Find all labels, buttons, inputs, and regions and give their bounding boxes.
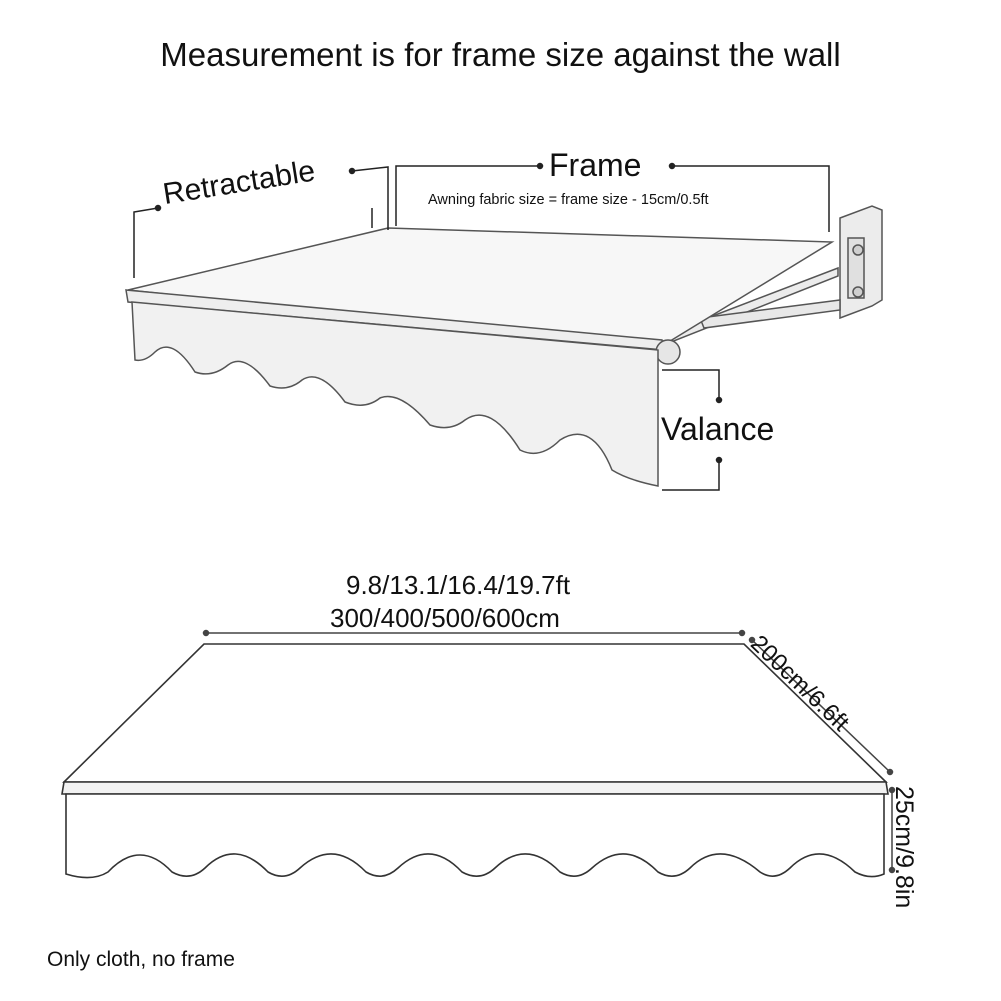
valance-height-label: 25cm/9.8in (890, 786, 918, 909)
frame-label: Frame (549, 147, 642, 183)
depth-dimension (748, 636, 894, 776)
retractable-bracket (133, 166, 389, 278)
width-cm-label: 300/400/500/600cm (330, 603, 560, 633)
cloth-illustration (61, 643, 889, 879)
valance-bracket (662, 369, 723, 491)
page-title: Measurement is for frame size against th… (160, 36, 841, 73)
fabric-size-note: Awning fabric size = frame size - 15cm/0… (428, 192, 709, 208)
cloth-only-note: Only cloth, no frame (47, 948, 235, 971)
width-feet-label: 9.8/13.1/16.4/19.7ft (346, 570, 571, 600)
valance-label: Valance (661, 411, 775, 447)
awning-illustration (125, 205, 883, 487)
width-dimension (202, 629, 746, 637)
valance-height-dimension (888, 786, 896, 874)
frame-bracket (395, 162, 830, 232)
